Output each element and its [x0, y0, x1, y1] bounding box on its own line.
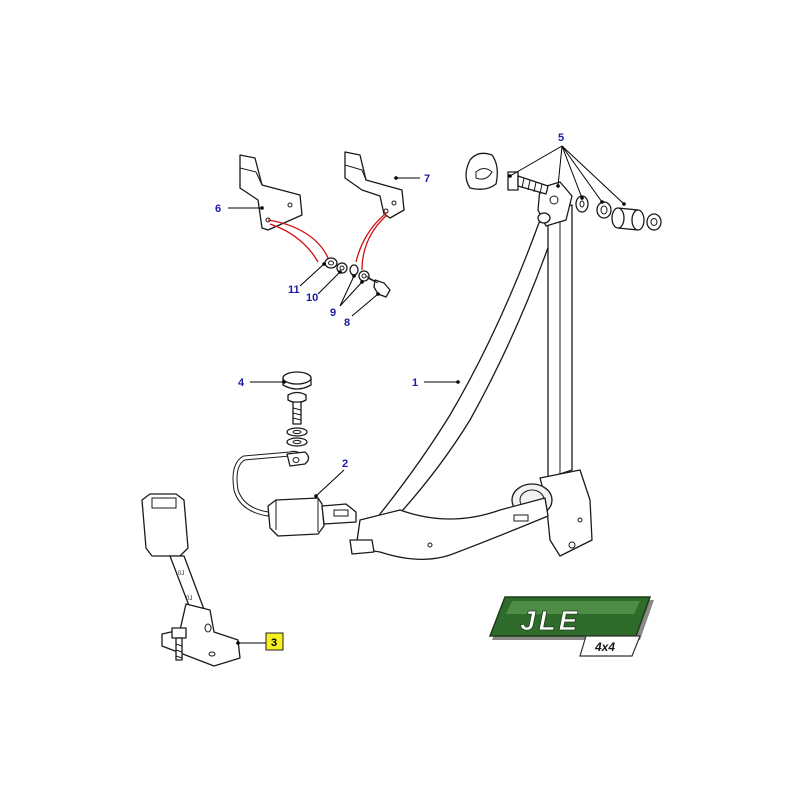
callout-labels: 5 6 7 11 10 9 8 4 1 2 3 [215, 132, 564, 651]
buckle-stalk-part-3: 0J 0J [141, 493, 241, 667]
badge-logo-text: JLE [520, 605, 580, 636]
callout-9: 9 [330, 307, 336, 319]
svg-text:0J: 0J [186, 596, 192, 602]
callout-8: 8 [344, 317, 350, 329]
anchor-bolt-stack [286, 391, 308, 447]
leader-lines [228, 145, 626, 645]
callout-3-highlight [265, 632, 284, 651]
svg-text:0J: 0J [178, 571, 184, 577]
callout-11: 11 [288, 284, 300, 296]
jle-4x4-badge: JLE 4x4 [488, 596, 654, 657]
badge-sub-text: 4x4 [594, 640, 615, 654]
cap-part-4 [282, 371, 312, 390]
washers-part-9 [358, 270, 370, 282]
callout-4: 4 [238, 377, 245, 389]
buckle-tongue-part-2 [232, 450, 357, 537]
washers-part-10-11 [324, 257, 359, 276]
callout-2: 2 [342, 458, 348, 470]
callout-6: 6 [215, 203, 221, 215]
pivot-hardware-part-5 [465, 152, 662, 231]
bracket-part-6 [239, 154, 303, 231]
callout-5: 5 [558, 132, 564, 144]
seat-belt-part-1 [349, 181, 593, 560]
callout-3: 3 [271, 637, 277, 649]
callout-7: 7 [424, 173, 430, 185]
callout-10: 10 [306, 292, 318, 304]
bracket-part-7 [344, 151, 405, 219]
callout-1: 1 [412, 377, 418, 389]
